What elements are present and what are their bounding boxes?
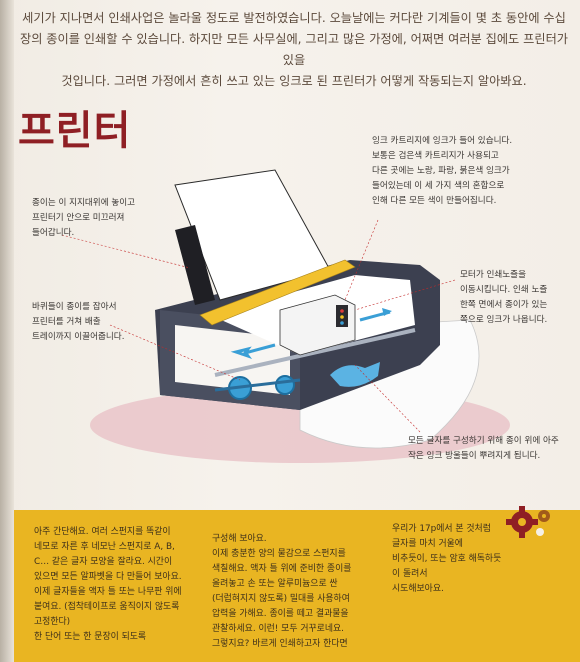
activity-line: 붙여요. (접착테이프로 움직이지 않도록 bbox=[34, 602, 180, 612]
activity-line: 비추듯이, 또는 암호 해독하듯이 돌려서 bbox=[392, 554, 502, 579]
note-line: 트레이까지 이끌어줍니다. bbox=[32, 332, 125, 342]
activity-line: 한 단어 또는 한 문장이 되도록 bbox=[34, 632, 147, 642]
note-line: 모터가 인쇄노즐을 bbox=[460, 270, 526, 280]
intro-line: 세기가 지나면서 인쇄사업은 놀라울 정도로 발전하였습니다. 오늘날에는 커다… bbox=[22, 11, 566, 25]
paper-support bbox=[175, 225, 215, 305]
page-gutter bbox=[0, 0, 14, 662]
activity-column-2: 구성해 보아요. 이제 충분한 양의 물감으로 스펀지를 색칠해요. 액자 틀 … bbox=[212, 532, 382, 652]
yellow-rail bbox=[199, 259, 356, 326]
activity-panel bbox=[14, 510, 580, 662]
note-line: 종이는 이 지지대위에 놓이고 bbox=[32, 198, 136, 208]
activity-line: 구성해 보아요. bbox=[212, 534, 267, 544]
intro-line: 것입니다. 그러면 가정에서 흔히 쓰고 있는 잉크로 된 프린터가 어떻게 작… bbox=[61, 74, 527, 88]
leader-motor bbox=[354, 279, 456, 311]
activity-line: 올려놓고 손 또는 알루미늄으로 싼 bbox=[212, 579, 338, 589]
activity-line: 글자를 마치 거울에 bbox=[392, 539, 463, 549]
note-motor: 모터가 인쇄노즐을 이동시킵니다. 인쇄 노즐 한쪽 면에서 종이가 있는 쪽으… bbox=[460, 268, 570, 328]
activity-line: 압력을 가해요. 종이를 떼고 결과물을 bbox=[212, 609, 349, 619]
activity-line: 이제 글자들을 액자 틀 또는 나무판 위에 bbox=[34, 587, 182, 597]
note-line: 한쪽 면에서 종이가 있는 bbox=[460, 300, 548, 310]
activity-line: 관찰하세요. 이런! 모두 거꾸로네요. bbox=[212, 624, 344, 634]
activity-column-3: 우리가 17p에서 본 것처럼 글자를 마치 거울에 비추듯이, 또는 암호 해… bbox=[392, 522, 502, 597]
cartridge-light-yellow bbox=[340, 315, 344, 319]
arrow-left-icon bbox=[230, 343, 276, 359]
note-line: 들어있는데 이 세 가지 색의 혼합으로 bbox=[372, 181, 505, 191]
leader-cartridge bbox=[344, 219, 379, 301]
note-ink-drops: 모든 글자를 구성하기 위해 종이 위에 아주 작은 잉크 방울들이 뿌려지게 … bbox=[408, 434, 568, 464]
carriage-rod bbox=[214, 328, 416, 377]
wheel-right bbox=[275, 375, 295, 395]
activity-line: 색칠해요. 액자 틀 위에 준비한 종이를 bbox=[212, 564, 352, 574]
page-title: 프린터 bbox=[18, 108, 132, 154]
activity-line: 아주 간단해요. 여러 스펀지를 똑같이 bbox=[34, 527, 171, 537]
note-line: 바퀴들이 종이를 잡아서 bbox=[32, 302, 117, 312]
activity-line: (더럽혀지지 않도록) 밀대를 사용하여 bbox=[212, 594, 350, 604]
note-wheels: 바퀴들이 종이를 잡아서 프린터를 거쳐 배출 트레이까지 이끌어줍니다. bbox=[32, 300, 182, 345]
activity-line: C… 같은 글자 모양을 잘라요. 시간이 bbox=[34, 557, 173, 567]
note-line: 들어갑니다. bbox=[32, 228, 75, 238]
note-line: 이동시킵니다. 인쇄 노즐 bbox=[460, 285, 548, 295]
leader-wheels bbox=[109, 324, 241, 381]
intro-paragraph: 세기가 지나면서 인쇄사업은 놀라울 정도로 발전하였습니다. 오늘날에는 커다… bbox=[20, 8, 568, 92]
note-line: 다른 곳에는 노랑, 파랑, 붉은색 잉크가 bbox=[372, 166, 510, 176]
activity-line: 그렇지요? 바르게 인쇄하고자 한다면 bbox=[212, 639, 348, 649]
note-line: 인해 다른 모든 색이 만들어집니다. bbox=[372, 196, 497, 206]
note-line: 프린터기 안으로 미끄러져 bbox=[32, 213, 125, 223]
cartridge-light-blue bbox=[340, 321, 344, 325]
activity-line: 이제 충분한 양의 물감으로 스펀지를 bbox=[212, 549, 346, 559]
note-paper: 종이는 이 지지대위에 놓이고 프린터기 안으로 미끄러져 들어갑니다. bbox=[32, 196, 172, 241]
activity-line: 시도해보아요. bbox=[392, 584, 444, 594]
printer-front-inner bbox=[175, 325, 290, 395]
activity-column-1: 아주 간단해요. 여러 스펀지를 똑같이 네모로 자른 후 네모난 스펀지로 A… bbox=[34, 525, 202, 645]
intro-line: 장의 종이를 인쇄할 수 있습니다. 하지만 모든 사무실에, 그리고 많은 가… bbox=[20, 32, 568, 67]
activity-line: 고정한다) bbox=[34, 617, 71, 627]
note-line: 보통은 검은색 카트리지가 사용되고 bbox=[372, 151, 499, 161]
printer-illustration bbox=[61, 169, 510, 463]
gear-icon bbox=[506, 506, 550, 538]
activity-line: 있으면 모든 알파벳을 다 만들어 보아요. bbox=[34, 572, 182, 582]
note-cartridge: 잉크 카트리지에 잉크가 들어 있습니다. 보통은 검은색 카트리지가 사용되고… bbox=[372, 134, 552, 209]
activity-line: 네모로 자른 후 네모난 스펀지로 A, B, bbox=[34, 542, 175, 552]
activity-line: 우리가 17p에서 본 것처럼 bbox=[392, 524, 491, 534]
note-line: 프린터를 거쳐 배출 bbox=[32, 317, 101, 327]
leader-ink bbox=[354, 364, 421, 433]
note-line: 쪽으로 잉크가 나옵니다. bbox=[460, 315, 548, 325]
note-line: 작은 잉크 방울들이 뿌려지게 됩니다. bbox=[408, 451, 541, 461]
cartridge-light-red bbox=[340, 309, 344, 313]
note-line: 모든 글자를 구성하기 위해 종이 위에 아주 bbox=[408, 436, 559, 446]
note-line: 잉크 카트리지에 잉크가 들어 있습니다. bbox=[372, 136, 513, 146]
printed-cat bbox=[330, 362, 380, 387]
